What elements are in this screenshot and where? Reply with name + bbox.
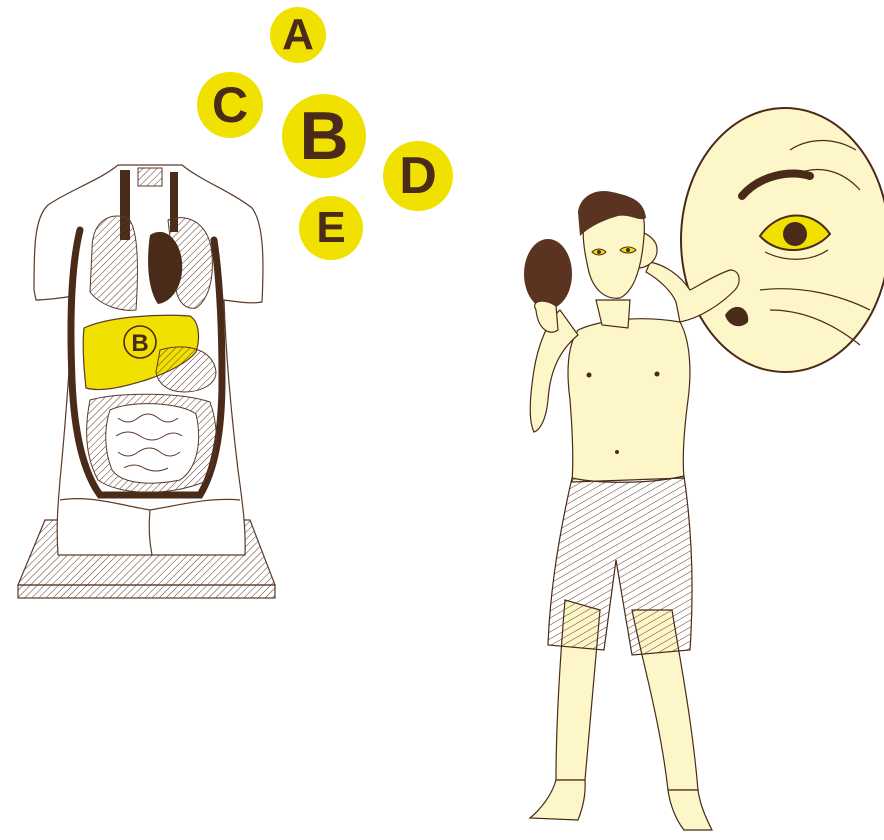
magnified-eye-icon	[681, 108, 884, 372]
